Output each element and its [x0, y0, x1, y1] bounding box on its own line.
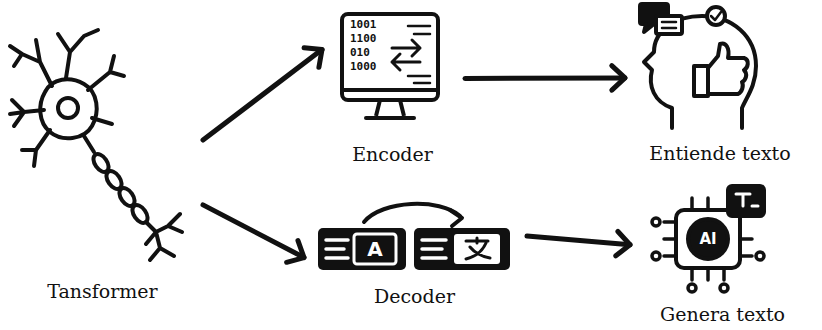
flow-arrow — [203, 48, 322, 140]
arrow-shaft — [465, 75, 625, 81]
flow-arrow — [527, 231, 630, 255]
understand-node: Entiende texto — [635, 2, 805, 167]
node-caption: Entiende texto — [649, 141, 790, 165]
binary-digits: 1001 — [350, 19, 377, 30]
arrow-shaft — [527, 236, 630, 245]
caption-block: Genera texto — [640, 302, 805, 326]
encoder-node: Encoder — [330, 8, 455, 168]
arrow-shaft — [203, 50, 322, 140]
arrow-head — [616, 231, 630, 255]
binary-digits: 010 — [350, 47, 370, 58]
binary-digits: 1100 — [350, 33, 377, 44]
understanding-head-icon — [640, 4, 756, 128]
monitor-icon — [342, 14, 438, 118]
ai-glyph: AI — [699, 232, 716, 247]
arrow-shaft — [203, 205, 304, 258]
generate-node: Genera texto — [640, 182, 805, 328]
transformer-node: Tansformer — [10, 30, 195, 305]
binary-digits: 1000 — [350, 61, 377, 72]
decoder-node: Decoder — [312, 196, 517, 310]
neuron-illustration — [10, 30, 182, 260]
node-caption: Genera texto — [660, 302, 785, 326]
translate-icon — [318, 204, 510, 270]
node-caption: Encoder — [352, 142, 433, 166]
node-caption: Decoder — [374, 284, 455, 308]
flow-arrow — [465, 66, 625, 90]
ai-chip-icon — [652, 186, 764, 292]
arrow-head — [304, 48, 322, 67]
caption-block: Decoder — [312, 284, 517, 308]
caption-block: Entiende texto — [635, 141, 805, 165]
caption-block: Tansformer — [10, 279, 195, 303]
node-caption: Tansformer — [47, 279, 157, 303]
flow-arrow — [203, 205, 304, 262]
letter-glyph: A — [367, 239, 382, 259]
arrow-head — [612, 66, 625, 90]
caption-block: Encoder — [330, 142, 455, 166]
arrow-head — [287, 241, 304, 263]
